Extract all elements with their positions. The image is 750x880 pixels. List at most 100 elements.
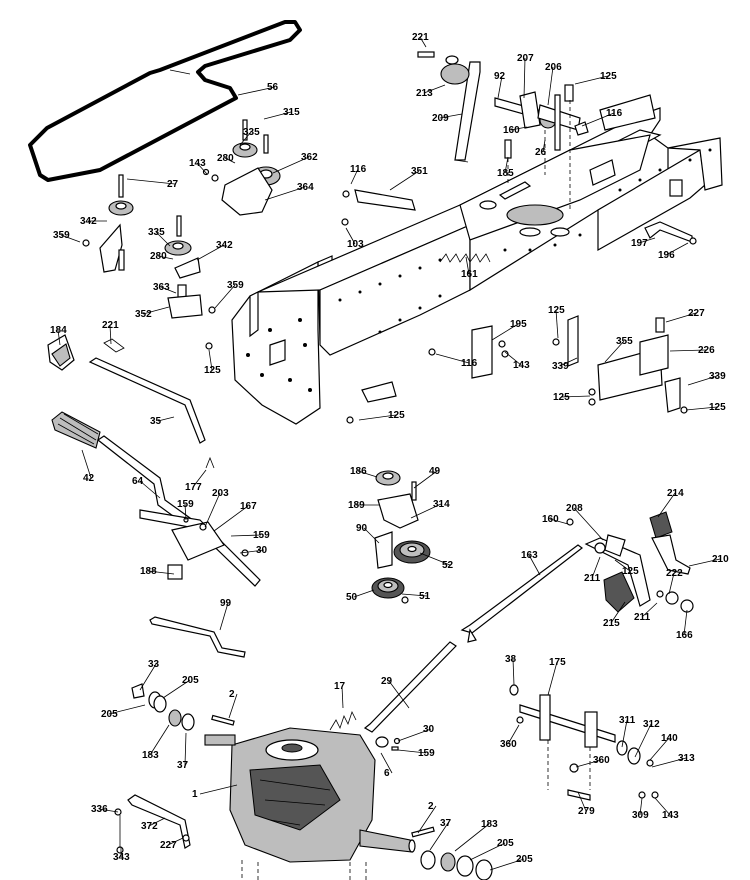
part-label-159c: 159	[418, 748, 435, 759]
leader-line-30a	[239, 549, 265, 554]
leader-line-33	[139, 663, 157, 691]
part-label-56: 56	[267, 82, 279, 93]
leader-line-227b	[167, 837, 184, 846]
part-label-363: 363	[153, 282, 170, 293]
part-label-30a: 30	[256, 545, 268, 556]
part-label-159b: 159	[253, 530, 270, 541]
part-label-311: 311	[619, 715, 636, 726]
leader-line-312	[634, 723, 652, 758]
part-label-166: 166	[676, 630, 693, 641]
part-label-355: 355	[616, 336, 633, 347]
leader-line-311	[621, 719, 628, 748]
part-label-214: 214	[667, 488, 684, 499]
leader-line-195	[491, 323, 519, 341]
bracket-90	[374, 531, 393, 569]
part-label-26: 26	[535, 147, 547, 158]
leader-line-125c	[208, 349, 213, 371]
leader-line-159a	[184, 503, 187, 521]
bracket-189	[377, 481, 419, 529]
part-label-42: 42	[83, 473, 95, 484]
leader-line-203	[204, 492, 221, 528]
spring-17	[329, 710, 357, 731]
leader-line-315	[263, 111, 292, 120]
part-label-143a: 143	[189, 158, 206, 169]
leader-line-314	[410, 503, 442, 519]
leader-line-37a	[184, 732, 187, 766]
leader-line-64	[139, 480, 161, 499]
part-label-143b: 143	[513, 360, 530, 371]
leader-line-335a	[239, 131, 252, 146]
leader-line-92	[497, 75, 503, 99]
part-label-312: 312	[643, 719, 660, 730]
axle-spacers-right	[411, 826, 493, 880]
part-label-280b: 280	[150, 251, 167, 262]
leader-line-184	[57, 329, 61, 346]
leader-line-166	[683, 609, 688, 636]
part-label-50: 50	[346, 592, 358, 603]
part-label-52: 52	[442, 560, 454, 571]
leader-line-196	[665, 242, 689, 256]
part-label-227b: 227	[160, 840, 177, 851]
part-label-125f: 125	[388, 410, 405, 421]
leader-line-6	[380, 752, 393, 774]
leader-line-360b	[575, 759, 602, 768]
bracket-226	[639, 317, 669, 376]
part-label-184: 184	[50, 325, 67, 336]
leader-line-280a	[224, 157, 236, 164]
part-label-33: 33	[148, 659, 160, 670]
part-label-160b: 160	[542, 514, 559, 525]
part-label-208: 208	[566, 503, 583, 514]
leader-line-214	[657, 492, 676, 518]
part-label-339a: 339	[552, 361, 569, 372]
part-label-143c: 143	[662, 810, 679, 821]
part-label-205a: 205	[182, 675, 199, 686]
tractor-frame	[231, 94, 723, 425]
leader-line-177	[192, 469, 207, 488]
part-label-159a: 159	[177, 499, 194, 510]
leader-line-364	[264, 186, 306, 201]
part-label-359b: 359	[227, 280, 244, 291]
leader-line-175	[547, 661, 558, 696]
part-label-205d: 205	[516, 854, 533, 865]
part-label-103: 103	[347, 239, 364, 250]
leader-line-209	[439, 113, 463, 119]
leader-line-49	[413, 470, 438, 489]
part-label-215: 215	[603, 618, 620, 629]
part-label-37a: 37	[177, 760, 189, 771]
part-label-196: 196	[658, 250, 675, 261]
leader-line-207	[523, 57, 526, 99]
leader-line-140	[649, 737, 670, 761]
leader-line-167	[213, 505, 249, 532]
part-label-213: 213	[416, 88, 433, 99]
part-label-2a: 2	[229, 689, 235, 700]
part-label-183a: 183	[142, 750, 159, 761]
part-label-203: 203	[212, 488, 229, 499]
leader-line-26	[542, 139, 546, 153]
leader-line-2b	[417, 805, 437, 834]
rod-197	[644, 221, 697, 245]
leader-line-221a	[419, 36, 427, 48]
part-label-49: 49	[429, 466, 441, 477]
part-label-116c: 116	[461, 358, 478, 369]
rod-99	[149, 616, 246, 658]
part-label-210: 210	[712, 554, 729, 565]
leader-line-363	[160, 286, 177, 294]
part-label-177: 177	[185, 482, 202, 493]
leader-line-29	[388, 680, 410, 709]
part-label-342a: 342	[80, 216, 97, 227]
part-label-309: 309	[632, 810, 649, 821]
part-label-195: 195	[510, 319, 527, 330]
part-label-336: 336	[91, 804, 108, 815]
part-label-116b: 116	[350, 164, 367, 175]
leader-line-125f	[358, 414, 397, 421]
part-label-2b: 2	[428, 801, 434, 812]
leader-line-222	[668, 572, 675, 595]
leader-line-335b	[155, 231, 171, 247]
leader-line-159c	[397, 749, 427, 754]
leader-line-342b	[196, 244, 225, 261]
part-label-315: 315	[283, 107, 300, 118]
part-label-125d: 125	[553, 392, 570, 403]
leader-line-116c	[435, 353, 470, 364]
leader-line-359a	[60, 234, 81, 243]
bracket-339-right	[664, 377, 688, 414]
